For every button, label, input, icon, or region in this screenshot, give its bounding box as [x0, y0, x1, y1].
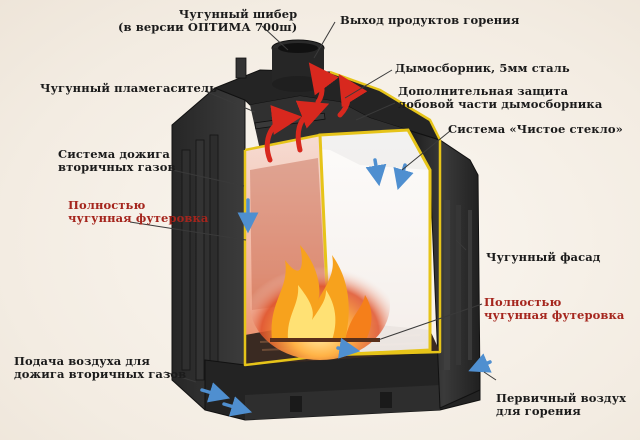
- label-afterburning: Система дожига вторичных газов: [58, 148, 176, 174]
- label-damper-line1: Чугунный шибер: [178, 7, 298, 21]
- label-damper-line2: (в версии ОПТИМА 700ш): [118, 20, 298, 34]
- label-lining-left-line1: Полностью: [68, 198, 146, 212]
- label-lining-right-line1: Полностью: [484, 295, 562, 309]
- label-secondary-air: Подача воздуха для дожига вторичных газо…: [14, 355, 186, 381]
- label-extra-protection-line2: лобовой части дымосборника: [398, 97, 603, 111]
- label-primary-air-line1: Первичный воздух: [496, 391, 627, 405]
- label-lining-right-line2: чугунная футеровка: [484, 308, 625, 322]
- label-flame-arrester: Чугунный пламегаситель: [40, 81, 218, 95]
- blue-arrow-icon: [200, 158, 492, 417]
- label-secondary-air-line1: Подача воздуха для: [14, 354, 150, 368]
- label-lining-left-line2: чугунная футеровка: [68, 211, 209, 225]
- label-primary-air-line2: для горения: [496, 404, 581, 418]
- leader-lines: [129, 21, 497, 383]
- label-afterburning-line1: Система дожига: [58, 147, 170, 161]
- label-lining-right: Полностью чугунная футеровка: [484, 296, 624, 322]
- cast-iron-facade: [406, 129, 481, 409]
- label-damper: Чугунный шибер (в версии ОПТИМА 700ш): [118, 8, 297, 34]
- label-extra-protection-line1: Дополнительная защита: [398, 84, 569, 98]
- label-primary-air: Первичный воздух для горения: [496, 392, 626, 418]
- red-arrow-icon: [264, 62, 368, 163]
- label-exhaust: Выход продуктов горения: [340, 13, 520, 27]
- label-lining-left: Полностью чугунная футеровка: [68, 199, 208, 225]
- label-afterburning-line2: вторичных газов: [58, 160, 176, 174]
- label-extra-protection: Дополнительная защита лобовой части дымо…: [398, 85, 602, 111]
- label-facade: Чугунный фасад: [486, 250, 601, 264]
- stove-base: [204, 351, 481, 421]
- fire-icon: [250, 245, 390, 360]
- label-clean-glass: Система «Чистое стекло»: [448, 122, 623, 136]
- label-smoke-collector: Дымосборник, 5мм сталь: [395, 61, 570, 75]
- label-secondary-air-line2: дожига вторичных газов: [14, 367, 187, 381]
